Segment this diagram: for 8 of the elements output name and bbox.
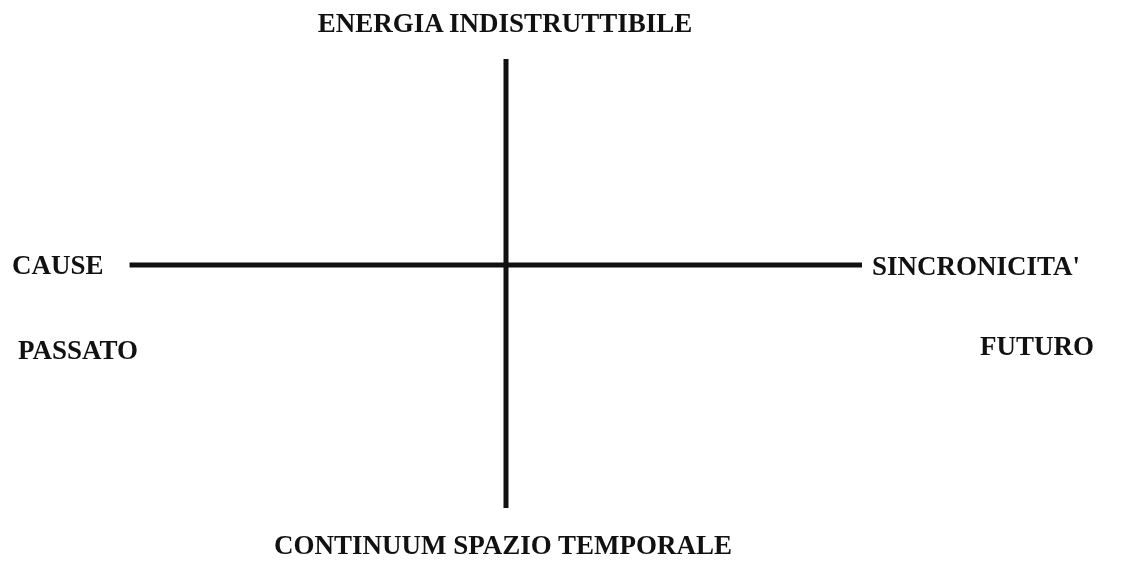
axis-label: CONTINUUM SPAZIO TEMPORALE [273, 508, 732, 559]
axis-label: FUTURO [980, 332, 1094, 360]
axis-label: SINCRONICITA' [862, 252, 1081, 280]
axis-label: PASSATO [18, 336, 139, 364]
axis-label: ENERGIA INDISTRUTTIBILE [317, 10, 693, 59]
axis-label: CAUSE [12, 251, 130, 279]
axis-line [503, 59, 509, 508]
axis-line [129, 262, 862, 268]
